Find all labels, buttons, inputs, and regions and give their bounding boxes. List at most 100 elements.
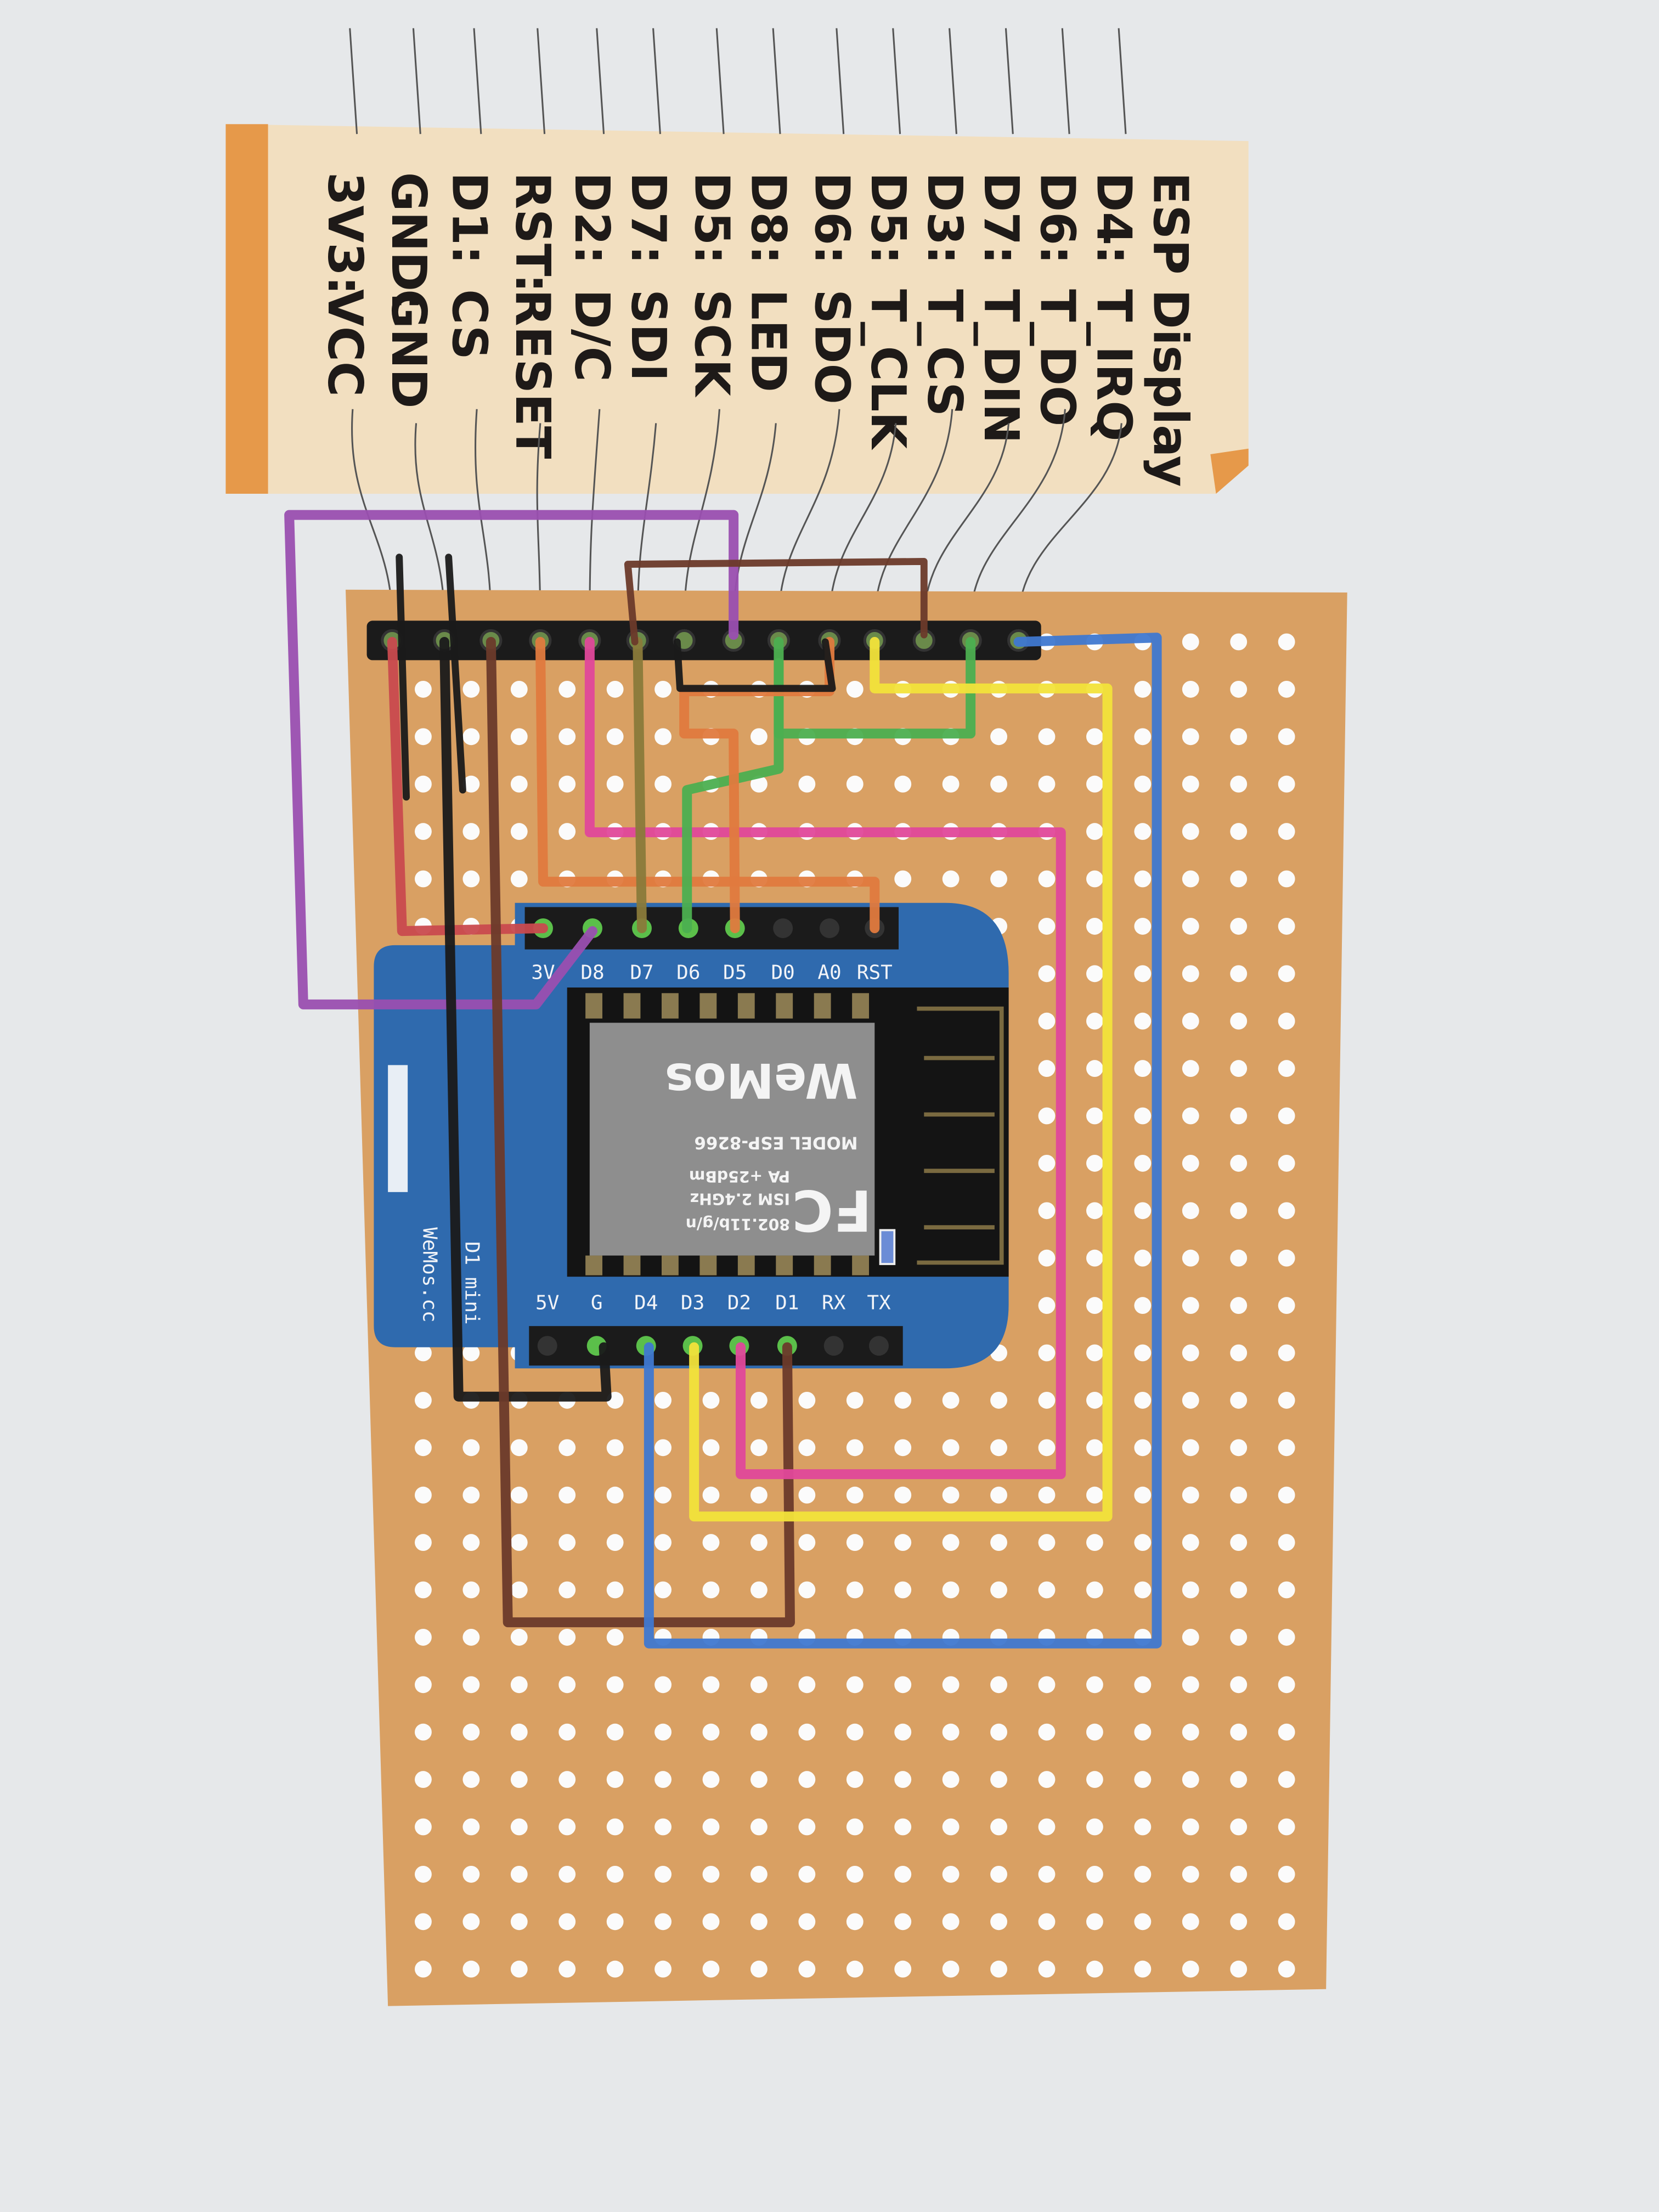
module-pad [852, 993, 869, 1019]
perfboard-hole [1086, 1344, 1103, 1362]
perfboard-hole [1182, 1960, 1199, 1978]
perfboard-hole [894, 1771, 912, 1788]
top-header-pin [820, 918, 839, 938]
perfboard-hole [510, 1723, 528, 1741]
perfboard-hole [1086, 1486, 1103, 1504]
pencil-line [474, 409, 492, 621]
perfboard-hole [1134, 870, 1152, 888]
perfboard-hole [702, 1534, 720, 1551]
module-pad [814, 1255, 831, 1276]
perfboard-hole [1038, 1344, 1056, 1362]
perfboard-hole [846, 1486, 864, 1504]
label-esp-pin: D5: [860, 172, 916, 264]
perfboard-hole [1086, 1913, 1103, 1931]
perfboard-hole [942, 775, 960, 793]
perfboard-hole [558, 1676, 576, 1694]
wire-handdrawn-black-3 [673, 638, 836, 692]
perfboard-hole [1230, 917, 1248, 935]
perfboard-hole [1134, 1060, 1152, 1077]
perfboard-hole [606, 1439, 624, 1457]
perfboard-hole [1038, 1676, 1056, 1694]
perfboard-hole [558, 680, 576, 698]
perfboard-hole [990, 1818, 1007, 1836]
label-esp-pin: 3V3: [317, 172, 373, 295]
perfboard-hole [415, 1344, 432, 1362]
perfboard-hole [990, 1676, 1007, 1694]
perfboard-hole [1182, 965, 1199, 983]
perfboard-hole [1086, 965, 1103, 983]
perfboard-hole [751, 775, 768, 793]
wire-olive [633, 637, 647, 934]
perfboard-hole [558, 1628, 576, 1646]
bottom-pin-label: D2 [727, 1291, 751, 1314]
perfboard-hole [990, 1723, 1007, 1741]
pencil-line [536, 423, 541, 621]
label-esp-pin: D6: [804, 172, 860, 264]
perfboard-hole [606, 1913, 624, 1931]
perfboard-hole [606, 775, 624, 793]
perfboard-hole [606, 680, 624, 698]
perfboard-hole [894, 1391, 912, 1409]
perfboard-hole [510, 1439, 528, 1457]
perfboard-hole [654, 1486, 672, 1504]
pencil-line [873, 409, 953, 621]
perfboard-hole [606, 1628, 624, 1646]
perfboard-hole [462, 728, 480, 746]
top-pin-label: RST [857, 962, 893, 984]
perfboard-hole [846, 1771, 864, 1788]
perfboard-hole [415, 1960, 432, 1978]
perfboard-hole [798, 775, 816, 793]
perfboard-hole [606, 1486, 624, 1504]
label-display-pin: CS [441, 289, 497, 360]
label-esp-pin: D6: [1030, 172, 1086, 264]
perfboard-hole [846, 1676, 864, 1694]
perfboard-hole [751, 1960, 768, 1978]
wire-yellow [689, 637, 1113, 1522]
perfboard-hole [462, 1486, 480, 1504]
pencil-lines [349, 28, 1127, 621]
perfboard-hole [1278, 1107, 1295, 1125]
perfboard-hole [1182, 1534, 1199, 1551]
perfboard-hole [558, 775, 576, 793]
perfboard-hole [1086, 1771, 1103, 1788]
bottom-pin-label: RX [822, 1291, 846, 1314]
perfboard-hole [1134, 1344, 1152, 1362]
perfboard-hole [1182, 1676, 1199, 1694]
perfboard-hole [558, 1486, 576, 1504]
perfboard-hole [1038, 1818, 1056, 1836]
perfboard-hole [1182, 1107, 1199, 1125]
perfboard-hole [942, 1960, 960, 1978]
perfboard-hole [1086, 1676, 1103, 1694]
perfboard-hole [654, 1676, 672, 1694]
label-display-pin: T_DO [1030, 289, 1086, 426]
perfboard-hole [462, 1913, 480, 1931]
perfboard-hole [1086, 1249, 1103, 1267]
chip-standard: 802.11b/g/n [686, 1215, 790, 1233]
perfboard-hole [510, 1960, 528, 1978]
perfboard-hole [1182, 1012, 1199, 1030]
perfboard-hole [415, 1818, 432, 1836]
perfboard-hole [1086, 1723, 1103, 1741]
perfboard-hole [846, 1439, 864, 1457]
perfboard-hole [798, 1913, 816, 1931]
perfboard-hole [510, 1771, 528, 1788]
perfboard-hole [510, 775, 528, 793]
perfboard-hole [751, 1581, 768, 1599]
perfboard-hole [1278, 1249, 1295, 1267]
perfboard-hole [1134, 1676, 1152, 1694]
perfboard-hole [654, 1534, 672, 1551]
top-pin-label: D8 [580, 962, 604, 984]
perfboard-hole [1086, 1107, 1103, 1125]
top-pin-label: A0 [817, 962, 841, 984]
perfboard-hole [1086, 1534, 1103, 1551]
wire-black-gnd [439, 637, 612, 1402]
perfboard-hole [702, 1391, 720, 1409]
perfboard-hole [798, 1865, 816, 1883]
perfboard-hole [846, 1723, 864, 1741]
perfboard-hole [1278, 1818, 1295, 1836]
perfboard-hole [1230, 633, 1248, 651]
label-esp-pin: D2: [564, 172, 620, 264]
perfboard-hole [558, 1534, 576, 1551]
top-pin-label: D0 [771, 962, 794, 984]
